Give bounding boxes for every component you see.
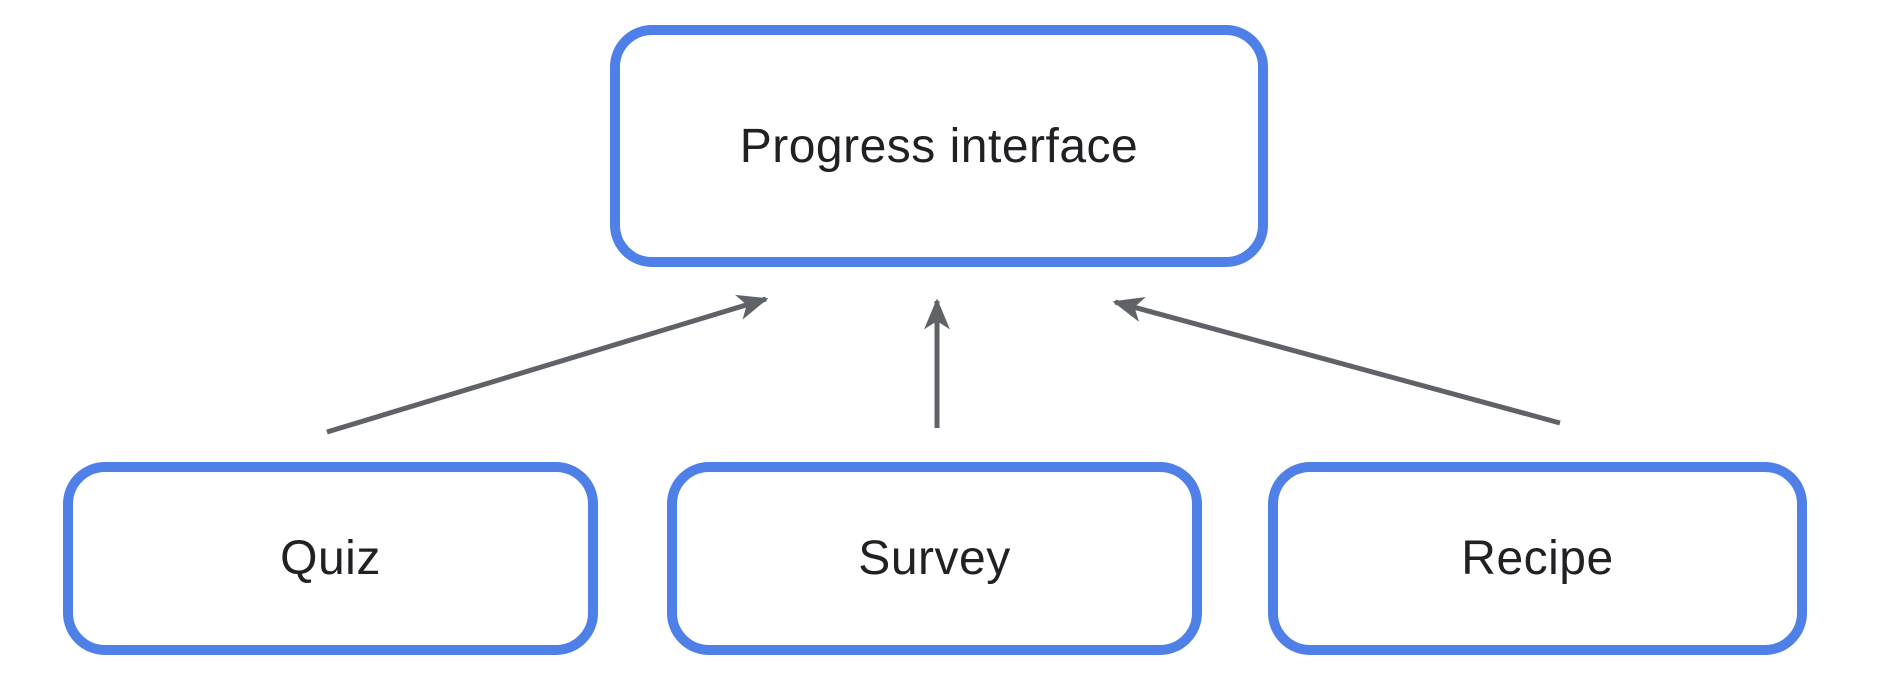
node-recipe-label: Recipe [1461, 532, 1614, 585]
edge-quiz-to-progress-arrow [326, 294, 769, 435]
node-quiz-label: Quiz [280, 532, 381, 585]
node-quiz: Quiz [63, 462, 598, 655]
node-recipe: Recipe [1268, 462, 1807, 655]
node-survey-label: Survey [858, 532, 1011, 585]
node-survey: Survey [667, 462, 1202, 655]
node-progress-interface-label: Progress interface [739, 119, 1139, 173]
node-progress-interface: Progress interface [610, 25, 1268, 267]
edge-recipe-to-progress-arrow [1112, 296, 1561, 426]
